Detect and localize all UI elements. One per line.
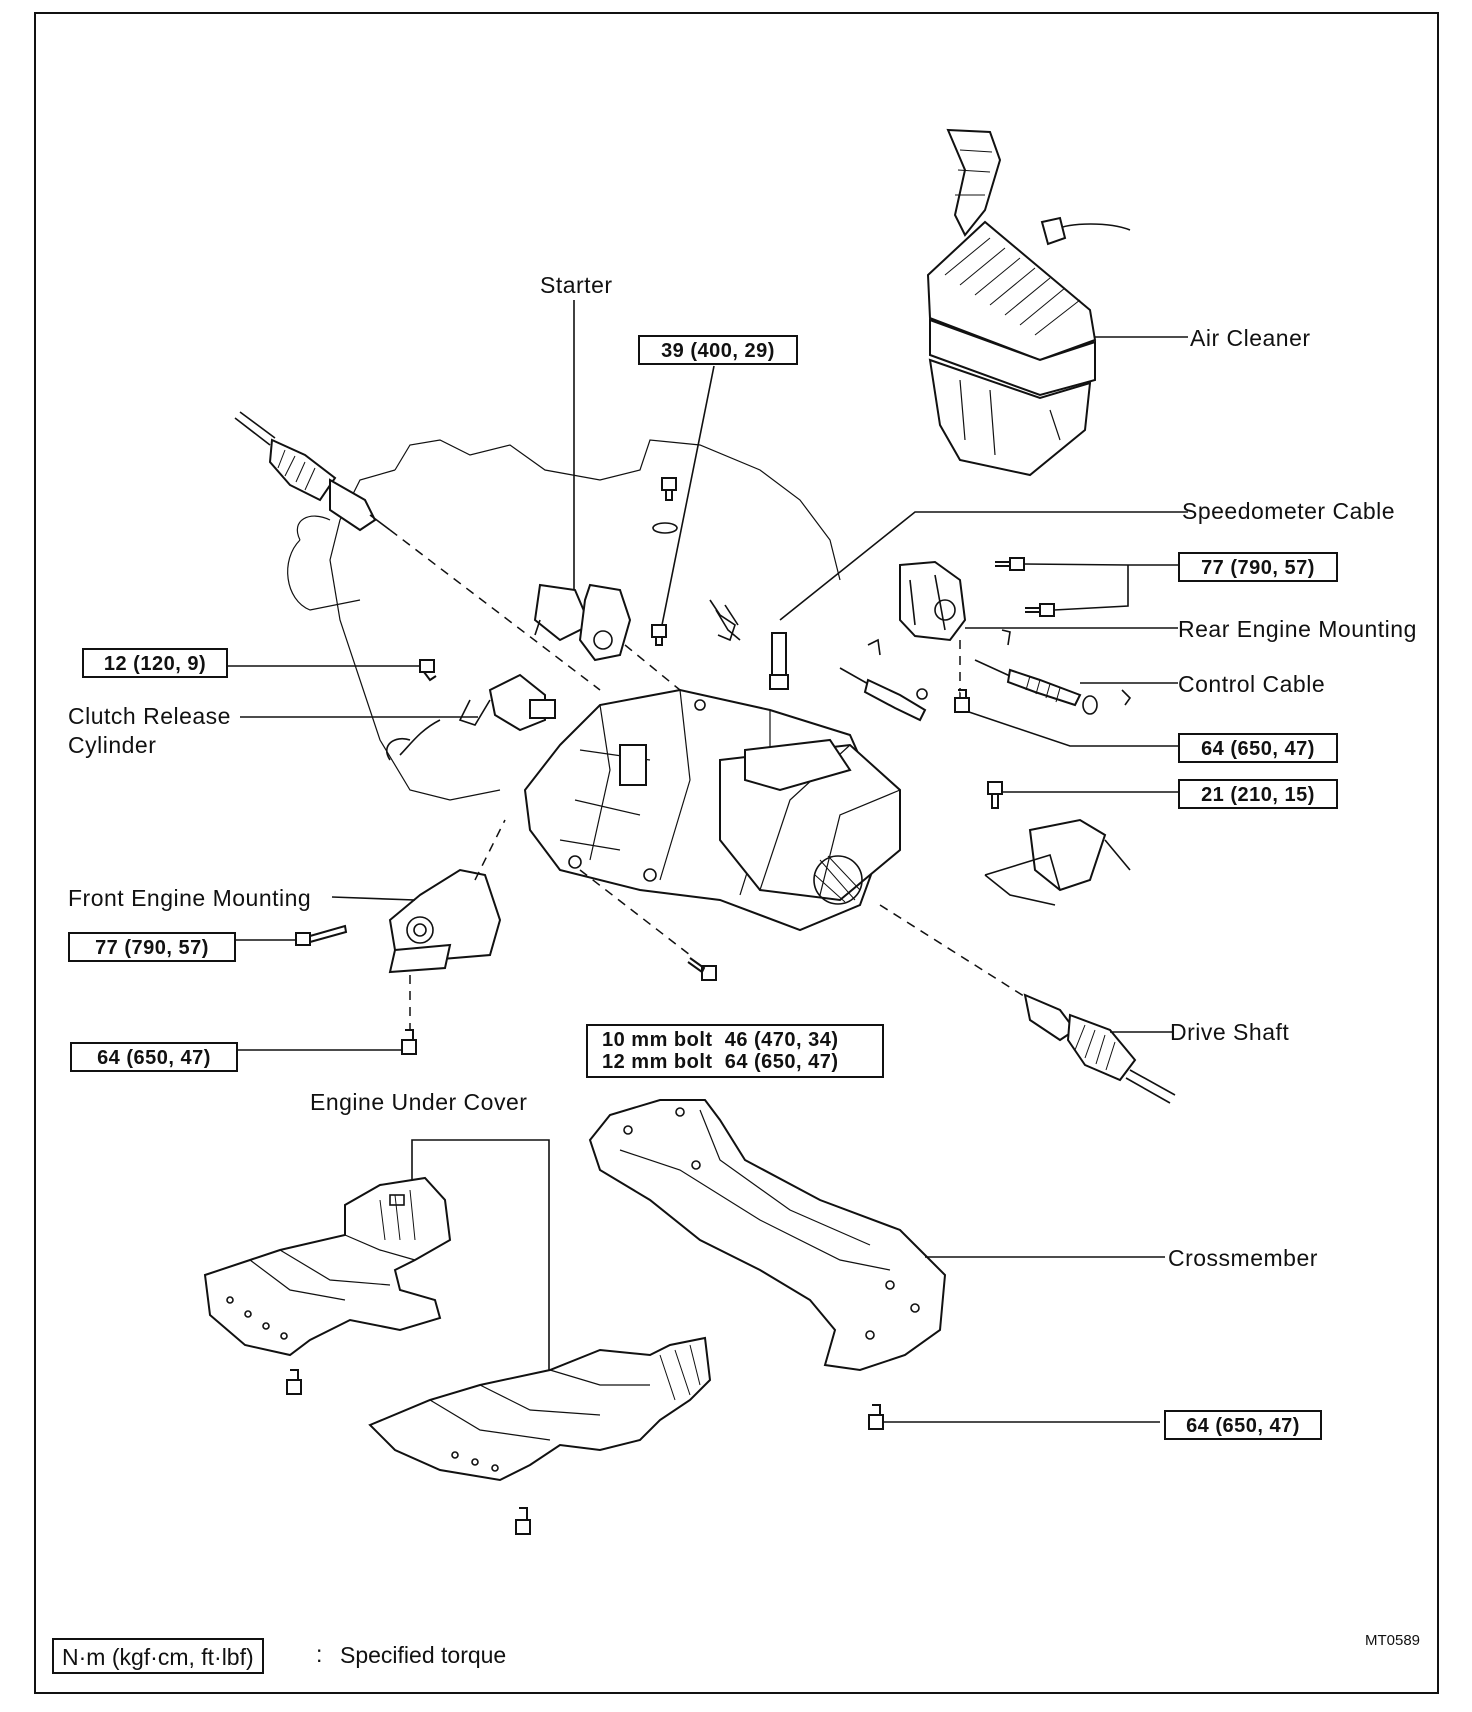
torque-front-mount-bolt: 77 (790, 57) — [68, 932, 236, 962]
legend-units-box: N·m (kgf·cm, ft·lbf) — [52, 1638, 264, 1674]
legend-meaning: Specified torque — [340, 1642, 507, 1668]
diagram-frame — [34, 12, 1439, 1694]
misc-hose — [386, 738, 411, 761]
under-cover-left-bolt — [286, 1369, 302, 1395]
torque-transaxle-10mm: 10 mm bolt 46 (470, 34) — [602, 1029, 839, 1051]
torque-rear-mount-bolt: 77 (790, 57) — [1178, 552, 1338, 582]
rear-mount-bolt-1 — [995, 557, 1025, 571]
starter-bolt-leader — [661, 365, 715, 626]
torque-bracket-bolt: 21 (210, 15) — [1178, 779, 1338, 809]
clutch-release-cylinder-part — [399, 673, 556, 756]
transaxle-bolt — [687, 957, 717, 981]
transaxle-bolt-axis — [579, 869, 691, 956]
figure-code: MT0589 — [1365, 1632, 1421, 1649]
rear-mount-lower-leader — [968, 711, 1178, 747]
front-engine-mounting-label: Front Engine Mounting — [68, 885, 312, 911]
starter-part — [533, 583, 632, 662]
control-cable-label: Control Cable — [1178, 671, 1326, 697]
top-bolt — [661, 477, 677, 501]
torque-starter-bolt: 39 (400, 29) — [638, 335, 798, 365]
torque-rear-mount-lower: 64 (650, 47) — [1178, 733, 1338, 763]
left-shaft-axis — [389, 529, 601, 691]
torque-front-mount-lower: 64 (650, 47) — [70, 1042, 238, 1072]
control-cable-part — [839, 629, 1132, 722]
clutch-release-label-1: Clutch Release — [68, 703, 231, 729]
misc-clip — [709, 599, 736, 642]
air-cleaner-label: Air Cleaner — [1190, 325, 1311, 351]
rear-mount-bolt-leader — [1023, 563, 1178, 611]
clutch-cyl-bolt — [419, 659, 437, 682]
rear-mount-bolt-2 — [1025, 603, 1055, 617]
crossmember-label: Crossmember — [1168, 1245, 1318, 1271]
transaxle-case — [523, 688, 901, 932]
bracket-bolt — [987, 781, 1003, 809]
front-engine-mounting-part — [388, 868, 502, 974]
speedometer-leader — [779, 511, 1188, 621]
legend-separator: : — [316, 1641, 323, 1667]
crossmember-bolt — [868, 1404, 884, 1430]
rear-mount-lower-bolt — [954, 689, 970, 713]
air-cleaner-part — [926, 128, 1131, 477]
clutch-release-label-2: Cylinder — [68, 732, 157, 758]
left-drive-shaft — [234, 411, 391, 532]
torque-crossmember-bolt: 64 (650, 47) — [1164, 1410, 1322, 1440]
engine-pipe — [287, 515, 361, 611]
torque-clutch-cyl-bolt: 12 (120, 9) — [82, 648, 228, 678]
crossmember-part — [588, 1099, 947, 1372]
rear-engine-mounting-label: Rear Engine Mounting — [1178, 616, 1417, 642]
speedometer-cable-part — [715, 604, 789, 690]
front-mount-axis-upper — [474, 819, 506, 881]
under-cover-right — [368, 1336, 712, 1482]
drive-shaft-label: Drive Shaft — [1170, 1019, 1290, 1045]
right-drive-shaft — [1023, 993, 1176, 1104]
starter-bolt — [651, 624, 667, 646]
front-mount-leader — [331, 896, 416, 901]
top-clip — [652, 522, 678, 534]
under-cover-leader — [411, 1139, 550, 1370]
front-mount-bolt — [295, 924, 348, 946]
torque-transaxle-12mm: 12 mm bolt 64 (650, 47) — [602, 1051, 839, 1073]
mount-bracket — [984, 818, 1131, 906]
starter-axis — [624, 644, 681, 691]
rear-engine-mounting-part — [899, 560, 967, 642]
front-mount-lower-bolt — [401, 1029, 417, 1055]
right-shaft-axis — [879, 904, 1031, 1001]
under-cover-left — [203, 1176, 452, 1357]
engine-under-cover-label: Engine Under Cover — [310, 1089, 528, 1115]
starter-label: Starter — [540, 272, 613, 298]
under-cover-right-bolt — [515, 1507, 531, 1535]
speedometer-cable-label: Speedometer Cable — [1182, 498, 1396, 524]
torque-transaxle-bolts: 10 mm bolt 46 (470, 34) 12 mm bolt 64 (6… — [586, 1024, 884, 1078]
